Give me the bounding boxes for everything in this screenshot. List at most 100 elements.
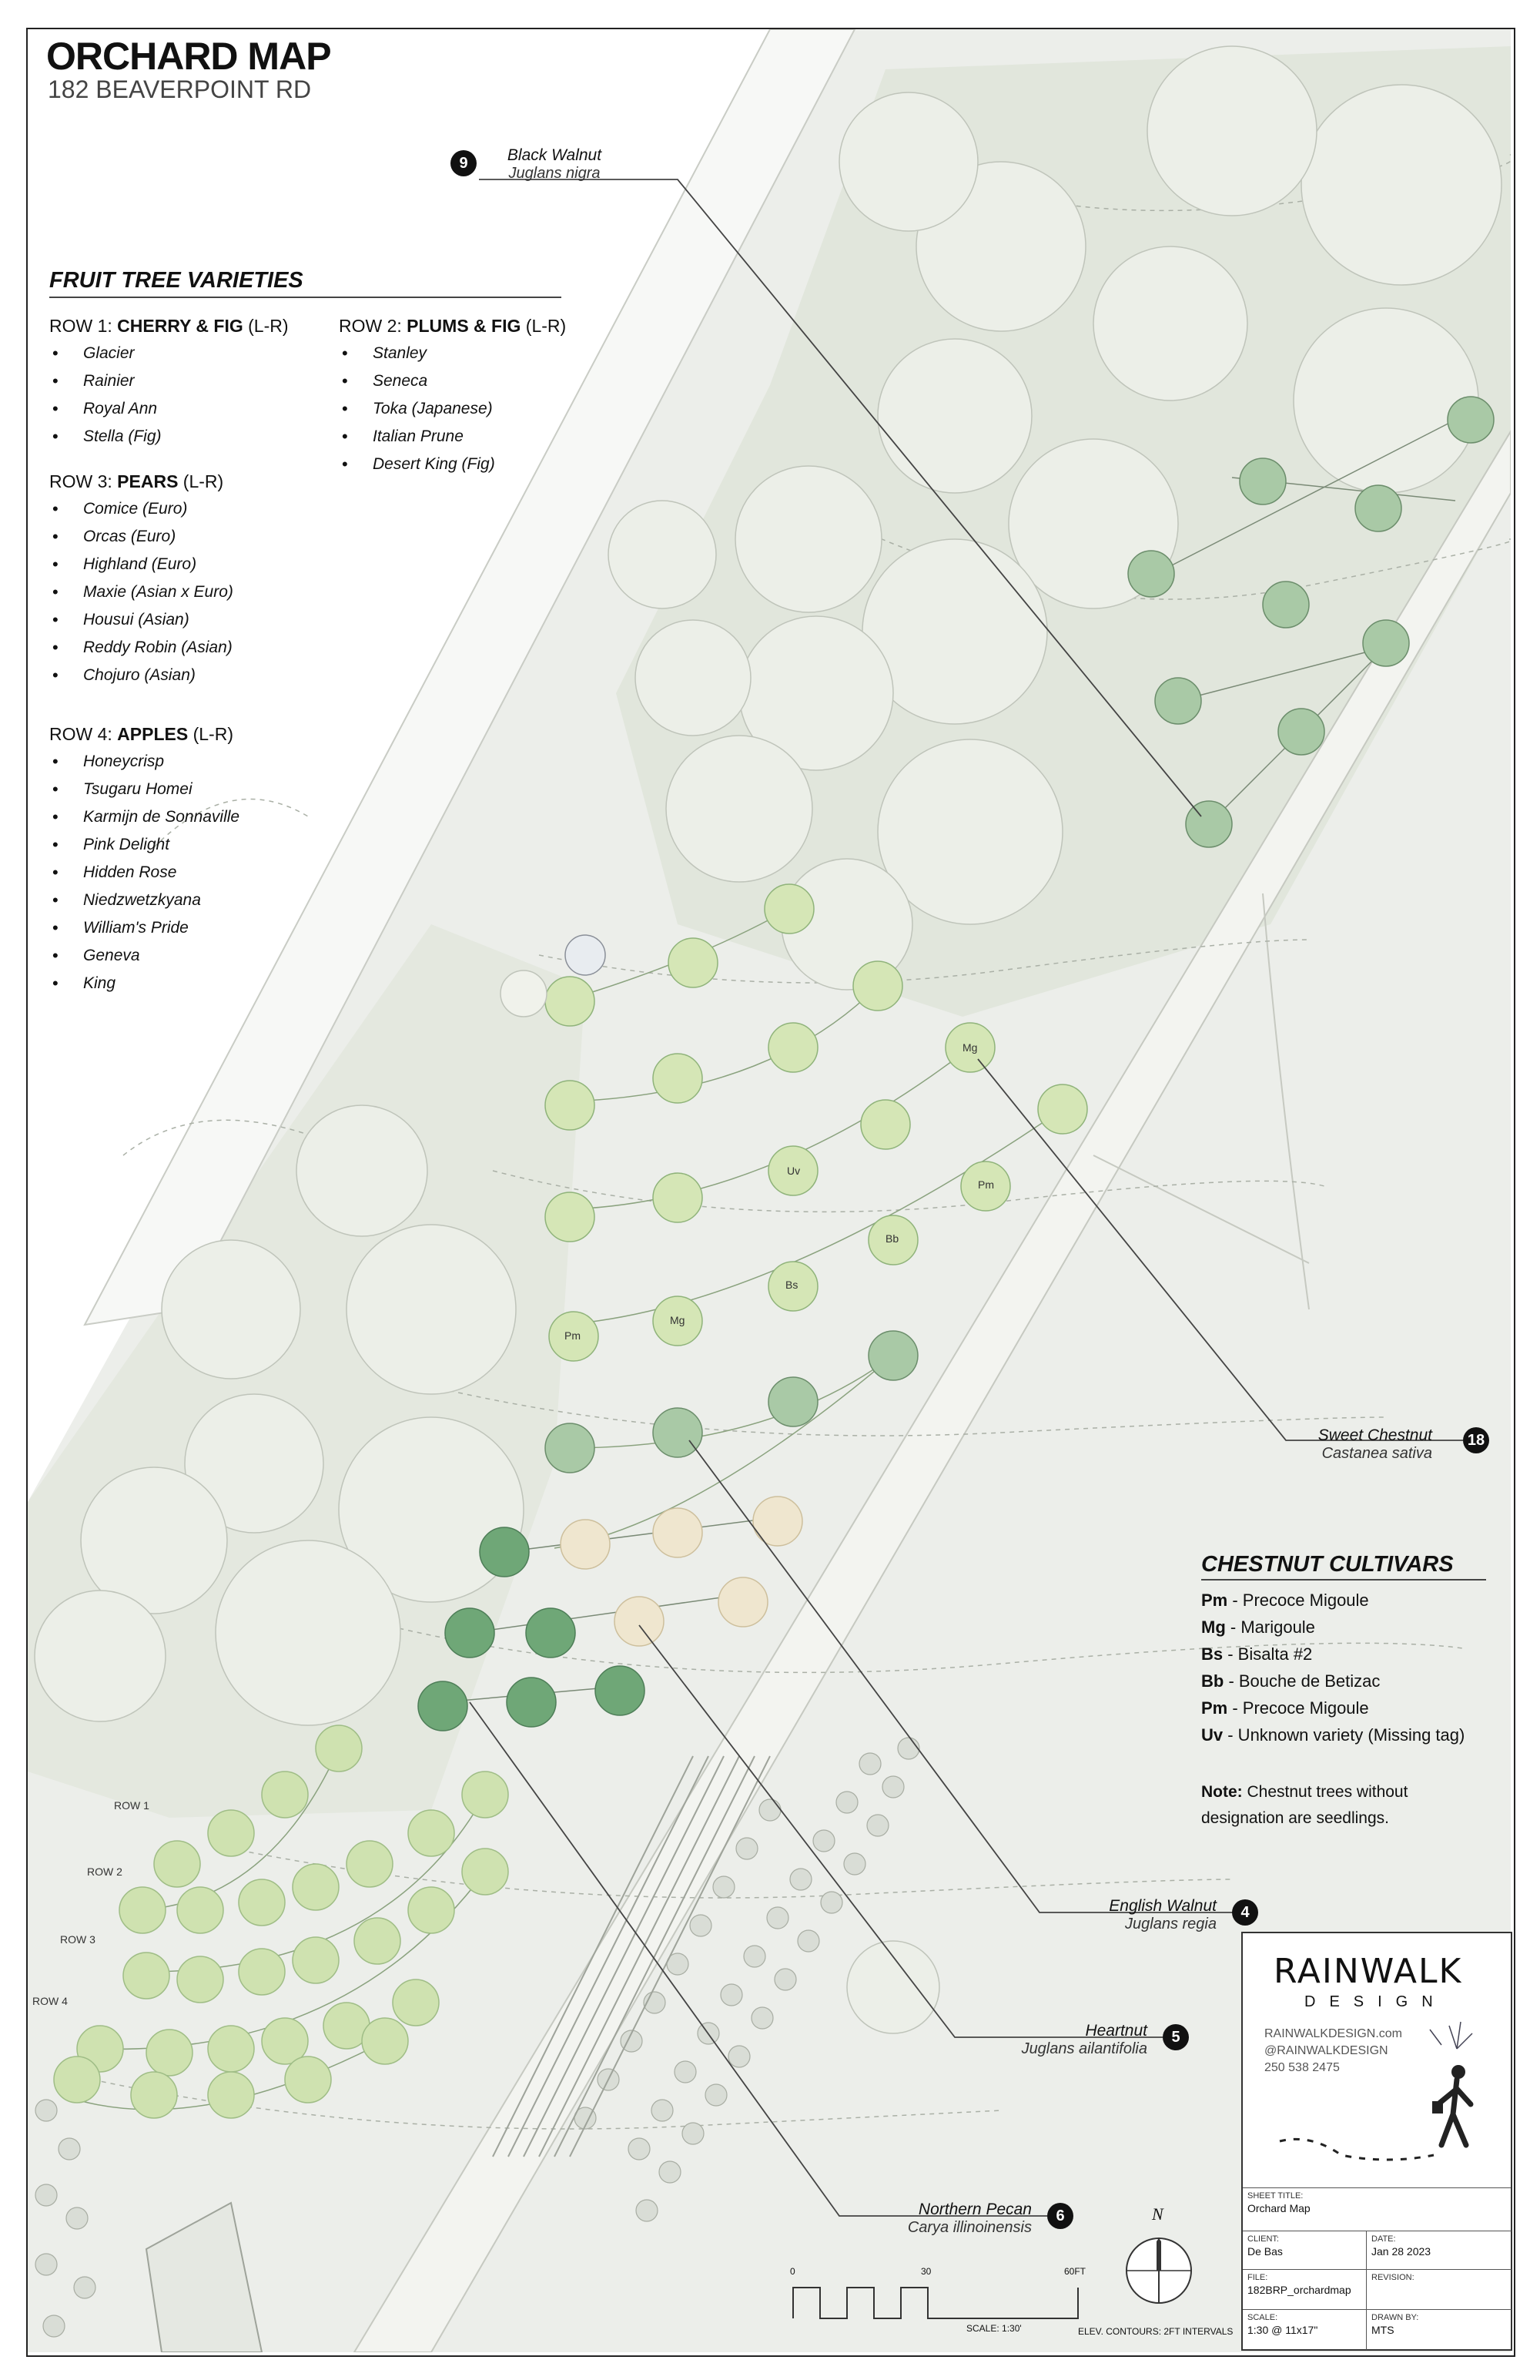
callout-english-walnut: English Walnut Juglans regia [1109,1897,1217,1932]
variety-item: Orcas (Euro) [49,523,233,551]
compass-north-label: N [1152,2204,1163,2224]
tb-sheet-title: SHEET TITLE: Orchard Map [1243,2187,1511,2231]
driveway-branch [1262,893,1310,1310]
fruit-row-list: Comice (Euro) Orcas (Euro) Highland (Eur… [49,495,233,689]
brand-subname: DESIGN [1304,1993,1447,2010]
tb-file: FILE: 182BRP_orchardmap [1243,2269,1366,2310]
raised-beds [492,1755,771,2157]
scale-tick-label: 30 [921,2266,932,2277]
chestnut-legend: Pm - Precoce Migoule Mg - Marigoule Bs -… [1201,1587,1465,1748]
callout-black-walnut: Black Walnut Juglans nigra [507,146,602,182]
tree-code-label: Bs [785,1279,798,1291]
callout-northern-pecan: Northern Pecan Carya illinoinensis [907,2201,1032,2236]
greenhouse [145,2201,263,2352]
tree-code-label: Bb [886,1232,899,1245]
variety-item: Housui (Asian) [49,606,233,634]
row-label: ROW 3 [60,1933,95,1946]
title-block: RAINWALK DESIGN RAINWALKDESIGN.com @RAIN… [1241,1932,1512,2351]
variety-item: Seneca [339,367,566,395]
chestnut-note: Note: Chestnut trees without designation… [1201,1783,1408,1827]
variety-item: Toka (Japanese) [339,395,566,423]
fruit-row-list: Stanley Seneca Toka (Japanese) Italian P… [339,340,566,478]
tree-code-label: Uv [787,1165,801,1177]
callout-leaders [469,179,1463,2217]
cultivar-item: Uv - Unknown variety (Missing tag) [1201,1725,1465,1745]
cultivar-item: Pm - Precoce Migoule [1201,1591,1369,1610]
variety-item: Italian Prune [339,423,566,451]
callout-number-badge: 18 [1463,1427,1489,1453]
tree-code-label: Pm [564,1329,581,1342]
callout-sweet-chestnut: Sweet Chestnut Castanea sativa [1317,1426,1432,1462]
upper-walnut-trees [1127,396,1495,848]
variety-item: Tsugaru Homei [49,776,239,803]
variety-item: Chojuro (Asian) [49,662,233,689]
variety-item: Comice (Euro) [49,495,233,523]
callout-heartnut: Heartnut Juglans ailantifolia [1021,2022,1147,2057]
fruit-row-2: ROW 2: PLUMS & FIG (L-R) Stanley Seneca … [339,316,566,478]
variety-item: Karmijn de Sonnaville [49,803,239,831]
cultivar-item: Mg - Marigoule [1201,1617,1315,1637]
fruit-row-heading: ROW 3: PEARS (L-R) [49,471,224,491]
brand-website: RAINWALKDESIGN.com [1264,2027,1402,2040]
tree-code-label: Mg [962,1041,978,1054]
callout-number-badge: 9 [450,150,477,176]
shrub-rows [35,1737,920,2338]
callout-number-badge: 4 [1232,1899,1258,1926]
variety-item: Niedzwetzkyana [49,887,239,914]
fruit-row-4: ROW 4: APPLES (L-R) Honeycrisp Tsugaru H… [49,724,239,997]
callout-number-badge: 6 [1047,2203,1073,2229]
tb-date: DATE: Jan 28 2023 [1366,2231,1512,2270]
fruit-tree-heading: FRUIT TREE VARIETIES [49,268,303,293]
variety-item: Glacier [49,340,289,367]
page-subtitle: 182 BEAVERPOINT RD [48,75,312,103]
variety-item: William's Pride [49,914,239,942]
driveway [353,430,1511,2352]
scale-label: SCALE: 1:30' [966,2323,1022,2334]
fruit-row-heading: ROW 1: CHERRY & FIG (L-R) [49,316,289,336]
canopy-crowns [34,45,1502,2034]
fruit-row-list: Honeycrisp Tsugaru Homei Karmijn de Sonn… [49,748,239,997]
brand-handle: @RAINWALKDESIGN [1264,2044,1388,2057]
row-label: ROW 4 [32,1995,68,2007]
chestnut-heading: CHESTNUT CULTIVARS [1201,1552,1454,1577]
row-label: ROW 1 [114,1799,149,1812]
cultivar-item: Bs - Bisalta #2 [1201,1644,1313,1664]
variety-item: Desert King (Fig) [339,451,566,478]
variety-item: Maxie (Asian x Euro) [49,578,233,606]
chestnut-trees [544,883,1088,1362]
tb-scale: SCALE: 1:30 @ 11x17" [1243,2309,1366,2350]
fruit-row-heading: ROW 2: PLUMS & FIG (L-R) [339,316,567,336]
chestnut-rule [1201,1579,1486,1581]
contour-note: ELEV. CONTOURS: 2FT INTERVALS [1078,2326,1234,2337]
variety-item: Stella (Fig) [49,423,289,451]
variety-item: Hidden Rose [49,859,239,887]
walnut-heartnut-pecan-trees [417,1496,803,1731]
scale-bar [792,2287,1079,2319]
north-arrow-icon [1126,2238,1192,2304]
brand-phone: 250 538 2475 [1264,2061,1340,2074]
variety-item: King [49,970,239,997]
variety-item: Highland (Euro) [49,551,233,578]
map-frame [26,28,1515,2357]
variety-item: Geneva [49,942,239,970]
fruit-row-1: ROW 1: CHERRY & FIG (L-R) Glacier Rainie… [49,316,289,451]
fruit-trees [53,1725,509,2119]
variety-item: Rainier [49,367,289,395]
existing-tree [564,934,606,976]
scale-tick-label: 0 [790,2266,795,2277]
cultivar-item: Bb - Bouche de Betizac [1201,1671,1381,1691]
variety-item: Stanley [339,340,566,367]
tb-revision: REVISION: [1366,2269,1512,2310]
scale-tick-label: 60FT [1064,2266,1086,2277]
fruit-row-3: ROW 3: PEARS (L-R) Comice (Euro) Orcas (… [49,471,233,689]
fruit-row-heading: ROW 4: APPLES (L-R) [49,724,233,744]
dark-chestnut-row [544,1330,919,1473]
variety-item: Reddy Robin (Asian) [49,634,233,662]
callout-number-badge: 5 [1163,2024,1189,2050]
row-label: ROW 2 [87,1865,122,1878]
variety-item: Royal Ann [49,395,289,423]
fruit-row-list: Glacier Rainier Royal Ann Stella (Fig) [49,340,289,451]
variety-item: Pink Delight [49,831,239,859]
brand-name: RAINWALK [1274,1952,1463,1991]
